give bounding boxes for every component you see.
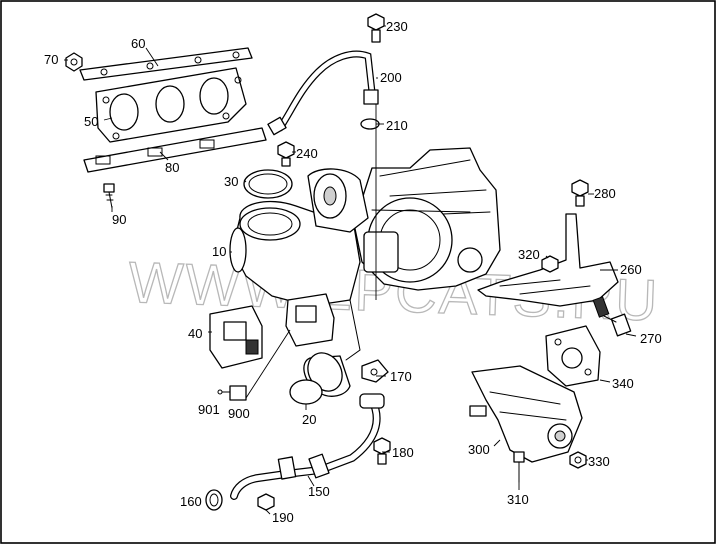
part-280-bolt[interactable] bbox=[571, 179, 589, 207]
part-160-ring[interactable] bbox=[205, 489, 223, 511]
callout-900: 900 bbox=[228, 406, 250, 421]
part-10-turbocharger[interactable] bbox=[229, 147, 501, 307]
part-40-actuator[interactable] bbox=[209, 305, 263, 369]
callout-70: 70 bbox=[44, 52, 58, 67]
callout-labels: 60 70 50 80 90 30 10 40 901 900 20 170 1… bbox=[44, 19, 662, 525]
callout-310: 310 bbox=[507, 492, 529, 507]
part-340-bracket[interactable] bbox=[545, 325, 601, 387]
callout-30: 30 bbox=[224, 174, 238, 189]
turbo-side-actuator[interactable] bbox=[285, 293, 335, 347]
callout-50: 50 bbox=[84, 114, 98, 129]
callout-200: 200 bbox=[380, 70, 402, 85]
callout-320: 320 bbox=[518, 247, 540, 262]
callout-190: 190 bbox=[272, 510, 294, 525]
leader-lines bbox=[64, 25, 637, 515]
part-320-nut[interactable] bbox=[541, 255, 559, 273]
callout-180: 180 bbox=[392, 445, 414, 460]
callout-60: 60 bbox=[131, 36, 145, 51]
part-20-ring[interactable] bbox=[289, 379, 323, 405]
part-60-gasket[interactable] bbox=[79, 47, 253, 81]
callout-20: 20 bbox=[302, 412, 316, 427]
callout-300: 300 bbox=[468, 442, 490, 457]
part-190-nut[interactable] bbox=[257, 493, 275, 511]
part-20-outlet-pipe[interactable] bbox=[289, 299, 361, 405]
part-170-gasket[interactable] bbox=[361, 359, 389, 383]
part-230-banjo-bolt[interactable] bbox=[367, 13, 385, 43]
part-260-heat-shield[interactable] bbox=[477, 213, 619, 307]
callout-80: 80 bbox=[165, 160, 179, 175]
part-330-nut[interactable] bbox=[569, 451, 587, 469]
part-90-bolt[interactable] bbox=[103, 183, 115, 209]
part-150-oil-return[interactable] bbox=[230, 393, 385, 500]
callout-160: 160 bbox=[180, 494, 202, 509]
part-180-bolt[interactable] bbox=[373, 437, 391, 465]
callout-230: 230 bbox=[386, 19, 408, 34]
part-310-bolt[interactable] bbox=[513, 451, 525, 483]
part-300-heat-shield[interactable] bbox=[469, 365, 583, 463]
callout-90: 90 bbox=[112, 212, 126, 227]
callout-340: 340 bbox=[612, 376, 634, 391]
part-70-nut[interactable] bbox=[65, 52, 83, 72]
part-900-connector[interactable] bbox=[217, 385, 247, 401]
callout-260: 260 bbox=[620, 262, 642, 277]
callout-170: 170 bbox=[390, 369, 412, 384]
callout-270: 270 bbox=[640, 331, 662, 346]
callout-240: 240 bbox=[296, 146, 318, 161]
callout-150: 150 bbox=[308, 484, 330, 499]
callout-10: 10 bbox=[212, 244, 226, 259]
part-270-sensor[interactable] bbox=[592, 296, 632, 337]
part-200-oil-line[interactable] bbox=[267, 50, 379, 136]
part-240-bolt[interactable] bbox=[277, 141, 295, 167]
part-50-manifold-gasket[interactable] bbox=[95, 67, 247, 143]
part-30-seal-ring[interactable] bbox=[243, 169, 293, 199]
callout-330: 330 bbox=[588, 454, 610, 469]
part-80-strip[interactable] bbox=[83, 127, 267, 173]
callout-901: 901 bbox=[198, 402, 220, 417]
callout-40: 40 bbox=[188, 326, 202, 341]
callout-280: 280 bbox=[594, 186, 616, 201]
callout-210: 210 bbox=[386, 118, 408, 133]
